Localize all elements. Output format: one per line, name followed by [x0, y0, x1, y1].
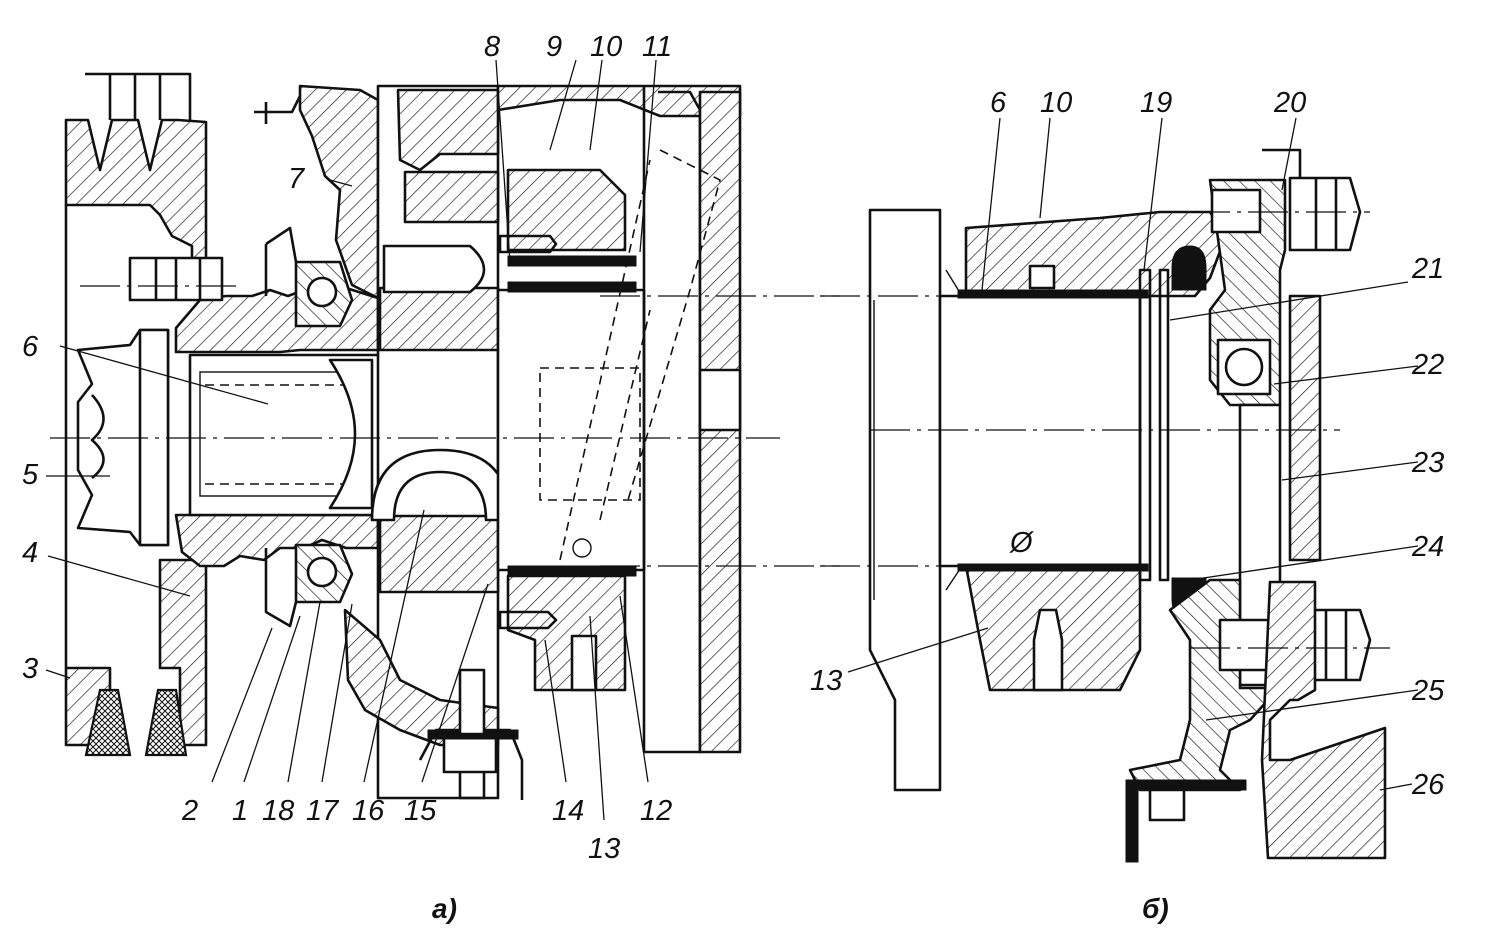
caption-b: б) [1142, 893, 1169, 924]
shaft-body-left [868, 208, 942, 792]
label-b-23: 23 [1411, 447, 1444, 479]
figure-a-assembly [50, 72, 840, 800]
label-b-25: 25 [1411, 675, 1445, 707]
label-a-18: 18 [262, 795, 294, 827]
label-a-1: 1 [232, 795, 248, 827]
label-a-10: 10 [590, 31, 622, 63]
label-a-6: 6 [22, 331, 39, 363]
label-b-21: 21 [1411, 253, 1444, 285]
housing-lower [378, 514, 500, 594]
figure-b-labels: 6 10 13 19 20 21 22 23 24 25 26 Ø б) [810, 87, 1445, 924]
label-b-26: 26 [1411, 769, 1445, 801]
gear-top [506, 168, 627, 252]
label-a-9: 9 [546, 31, 562, 63]
pulley-rim [64, 118, 208, 282]
housing-flange [1260, 580, 1387, 860]
figure-b-assembly [820, 148, 1390, 863]
seal-top [1171, 245, 1207, 291]
label-a-11: 11 [642, 31, 672, 63]
label-a-8: 8 [484, 31, 500, 63]
caption-a: а) [432, 893, 457, 924]
label-a-17: 17 [306, 795, 340, 827]
label-b-13: 13 [810, 665, 842, 697]
plate [1138, 268, 1170, 582]
label-b-19: 19 [1140, 87, 1172, 119]
label-a-13: 13 [588, 833, 620, 865]
label-b-24: 24 [1411, 531, 1444, 563]
bolt-top [1210, 188, 1262, 234]
label-a-15: 15 [404, 795, 437, 827]
label-b-6: 6 [990, 87, 1007, 119]
diameter-symbol: Ø [1009, 527, 1034, 559]
pump-bracket [298, 84, 380, 300]
belt-right [144, 688, 188, 757]
label-a-3: 3 [22, 653, 38, 685]
figure-b-leaders [847, 117, 1419, 791]
pump-body-lower [174, 513, 380, 568]
gear-bottom [506, 574, 627, 692]
label-b-20: 20 [1273, 87, 1306, 119]
belt-left [84, 688, 132, 757]
label-a-4: 4 [22, 537, 38, 569]
label-a-2: 2 [181, 795, 198, 827]
label-b-10: 10 [1040, 87, 1072, 119]
label-b-22: 22 [1411, 349, 1444, 381]
figure-a-labels: 1 2 3 4 5 6 7 8 9 10 11 12 13 14 15 16 1… [22, 31, 672, 924]
housing-mid [378, 286, 500, 352]
label-a-7: 7 [288, 163, 306, 195]
label-a-14: 14 [552, 795, 584, 827]
label-a-16: 16 [352, 795, 385, 827]
figure-a-leaders [45, 59, 657, 821]
label-a-12: 12 [640, 795, 672, 827]
drain-bolt [442, 732, 498, 774]
label-a-5: 5 [22, 459, 39, 491]
